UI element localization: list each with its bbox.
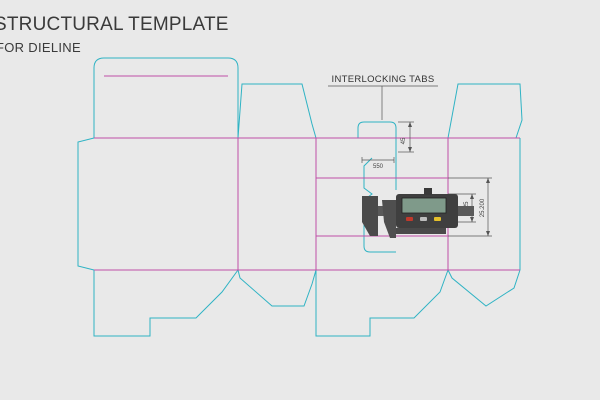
bottom-flap-right	[447, 269, 521, 307]
arrow	[470, 217, 474, 222]
diagram-subtitle: FOR DIELINE	[0, 40, 81, 55]
caliper-lower-extension	[396, 228, 446, 234]
dimension-arrows	[408, 122, 490, 236]
callout-label: INTERLOCKING TABS	[332, 74, 435, 85]
bottom-flap-left	[93, 269, 239, 337]
caliper-button-on	[406, 217, 413, 221]
arrow	[470, 194, 474, 199]
dim-tab-height-label: 45	[401, 137, 407, 144]
caliper-fixed-jaw	[362, 196, 378, 236]
arrow	[408, 147, 412, 152]
digital-caliper-illustration	[362, 188, 474, 238]
top-flap-left	[93, 57, 239, 138]
product-window-cutout	[363, 157, 396, 253]
glue-flap	[77, 137, 95, 271]
dim-tab-width-label: 550	[373, 164, 384, 170]
arrow	[486, 231, 490, 236]
cut-lines	[77, 57, 523, 337]
top-flap-right	[396, 83, 523, 139]
arrow	[408, 122, 412, 127]
caliper-button-zero	[420, 217, 427, 221]
caliper-button-unit	[434, 217, 441, 221]
caliper-thumb-knob	[424, 188, 432, 195]
caliper-lcd-display	[401, 197, 447, 214]
bottom-flap-second	[237, 269, 317, 307]
dim-slot-outer-label: 25.200	[480, 198, 486, 217]
bottom-flap-middle	[315, 269, 449, 337]
diagram-title: STRUCTURAL TEMPLATE	[0, 14, 229, 35]
caliper-tail	[458, 206, 472, 214]
caliper-sliding-jaw	[382, 200, 396, 238]
top-flap-second	[237, 83, 317, 139]
arrow	[486, 178, 490, 183]
interlocking-tab-top	[357, 121, 397, 158]
